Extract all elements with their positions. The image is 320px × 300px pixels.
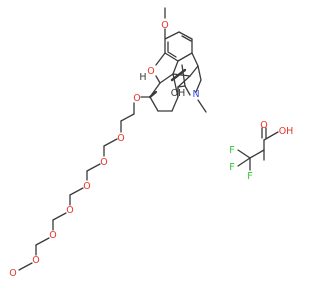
peg-terminal-oxygen-label: O [9, 268, 16, 279]
amine-nitrogen-label: N [192, 89, 199, 100]
peg-oxygen-4-label: O [66, 205, 73, 216]
c6-ether-oxygen-label: O [133, 93, 140, 104]
furan-oxygen-label: O [147, 66, 154, 77]
atom-labels: O O H OH N O O O O O O O O O OH F F F [9, 20, 293, 279]
peg-oxygen-5-label: O [49, 230, 56, 241]
peg-oxygen-6-label: O [32, 255, 39, 266]
bonds [18, 7, 279, 271]
peg-oxygen-2-label: O [100, 157, 107, 168]
carbonyl-oxygen-label: O [260, 120, 267, 131]
peg-oxygen-1-label: O [117, 133, 124, 144]
hydroxyl-label: OH [171, 88, 186, 99]
methoxy-oxygen-label: O [161, 20, 168, 31]
fluorine-2-label: F [229, 162, 234, 173]
fluorine-1-label: F [229, 145, 234, 156]
acid-hydroxyl-label: OH [279, 126, 294, 137]
ring-hydrogen-label: H [139, 72, 146, 83]
chemical-structure-diagram: O O H OH N O O O O O O O O O OH F F F [9, 7, 293, 279]
peg-oxygen-3-label: O [83, 181, 90, 192]
structure-canvas: O O H OH N O O O O O O O O O OH F F F [9, 7, 294, 279]
fluorine-3-label: F [247, 171, 252, 182]
